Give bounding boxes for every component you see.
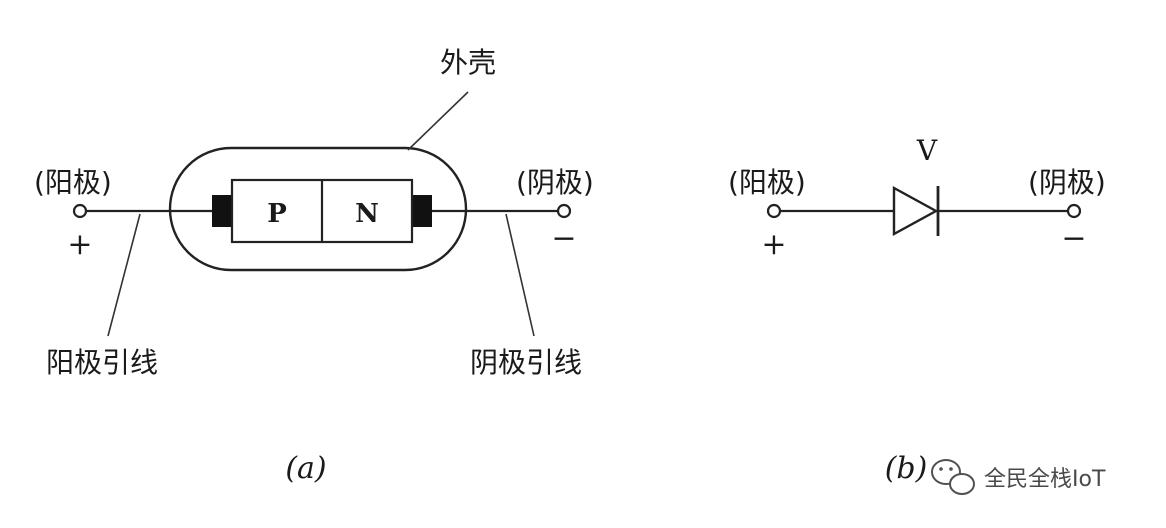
housing-outline xyxy=(168,146,468,272)
watermark-text: 全民全栈IoT xyxy=(984,467,1106,492)
anode-lead-label: 阳极引线 xyxy=(46,346,158,379)
watermark: 全民全栈IoT xyxy=(931,459,1106,495)
minus-sign: − xyxy=(551,221,576,256)
plus-sign: + xyxy=(67,227,92,262)
diagram-a: 外壳 P N (阳极) (阴极) + − 阳极引线 阴极引线 (a) xyxy=(34,46,594,486)
anode-electrode xyxy=(212,195,232,227)
anode-terminal-circle xyxy=(72,203,88,219)
caption-a: (a) xyxy=(285,451,326,486)
wechat-icon xyxy=(931,459,975,495)
cathode-electrode xyxy=(412,195,432,227)
diode-symbol-triangle xyxy=(892,185,939,237)
housing-leader-line xyxy=(407,91,469,151)
cathode-terminal-circle xyxy=(556,203,572,219)
cathode-lead-leader xyxy=(505,213,535,337)
anode-lead-leader xyxy=(107,213,141,337)
schematic-anode-terminal xyxy=(766,203,782,219)
schematic-plus-sign: + xyxy=(761,227,786,262)
schematic-minus-sign: − xyxy=(1061,221,1086,256)
housing-label: 外壳 xyxy=(440,46,496,79)
schematic-anode-label: (阳极) xyxy=(728,166,806,199)
cathode-terminal-label: (阴极) xyxy=(516,166,594,199)
schematic-cathode-label: (阴极) xyxy=(1028,166,1106,199)
diagram-b: V (阳极) (阴极) + − (b) xyxy=(728,134,1106,486)
caption-b: (b) xyxy=(885,451,928,486)
cathode-lead-label: 阴极引线 xyxy=(470,346,582,379)
p-region-label: P xyxy=(267,199,287,229)
schematic-cathode-terminal xyxy=(1066,203,1082,219)
n-region-label: N xyxy=(355,199,379,229)
anode-terminal-label: (阳极) xyxy=(34,166,112,199)
component-designator: V xyxy=(916,134,938,167)
